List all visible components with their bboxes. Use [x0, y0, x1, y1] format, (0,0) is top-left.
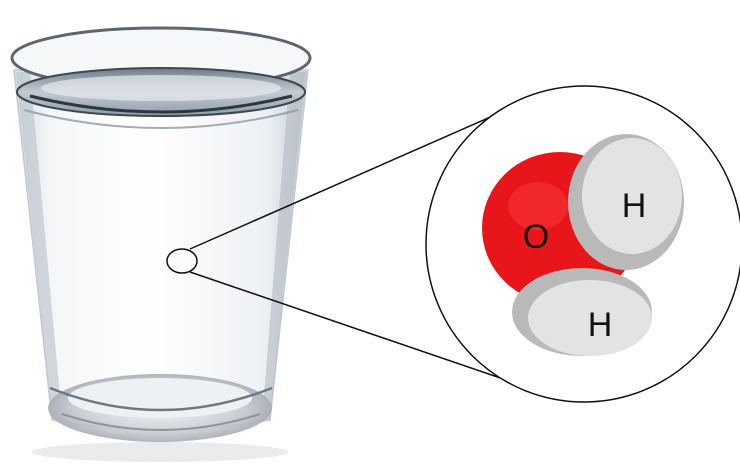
oxygen-label: O	[523, 218, 549, 256]
water-glass	[12, 28, 310, 462]
hydrogen-label-bottom: H	[588, 306, 613, 344]
zoom-source-circle	[167, 249, 197, 273]
hydrogen-label-top: H	[622, 187, 647, 225]
zoom-circle: O H H	[426, 86, 740, 402]
hydrogen-atom-bottom	[512, 268, 652, 356]
